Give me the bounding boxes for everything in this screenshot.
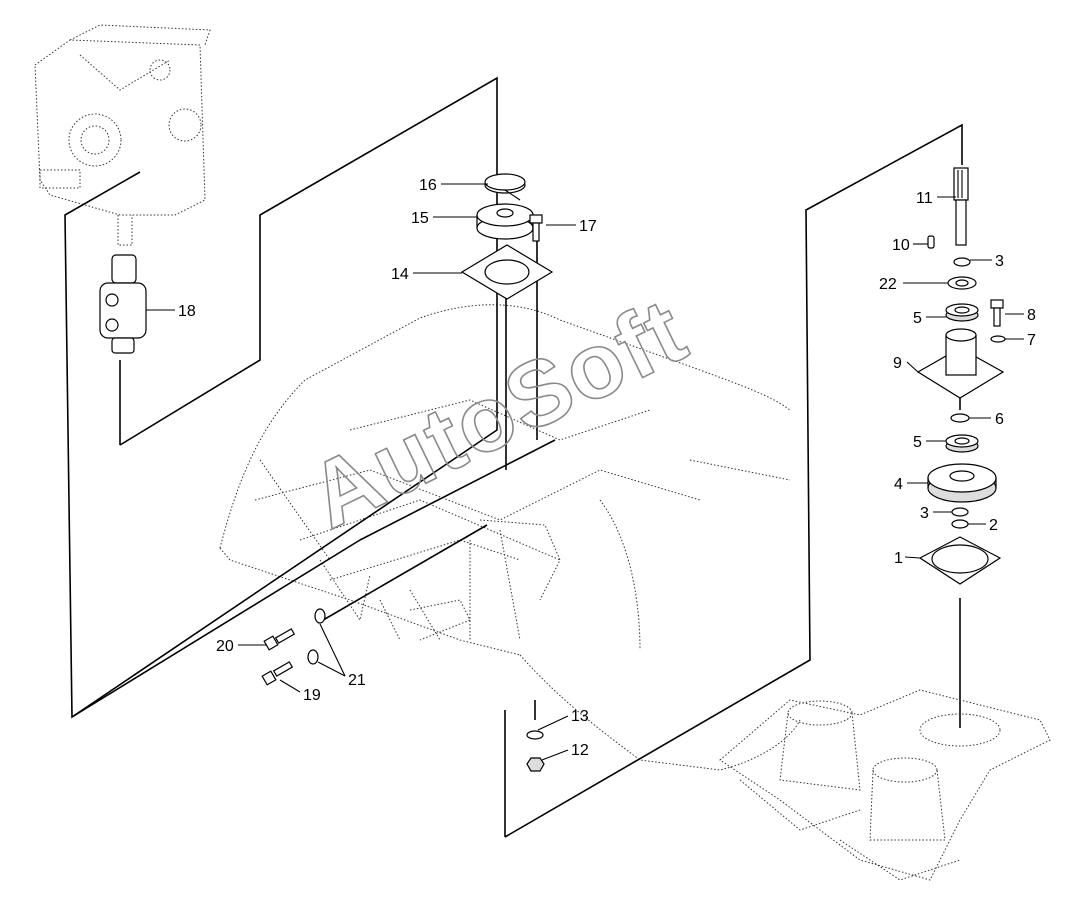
bearing-5-lower: [945, 434, 979, 453]
callout-11: 11: [916, 190, 933, 207]
callout-13: 13: [571, 708, 589, 725]
washer-13: [526, 730, 544, 740]
callout-10: 10: [892, 237, 910, 254]
bolt-8: [990, 299, 1004, 327]
ring-3-lower: [951, 507, 969, 517]
callout-8: 8: [1027, 307, 1036, 324]
seal-15: [476, 203, 534, 240]
gasket-1: [918, 536, 1002, 585]
key-10: [927, 235, 935, 249]
callout-18: 18: [178, 303, 196, 320]
callout-5-top: 5: [913, 310, 922, 327]
ring-3-top: [953, 257, 971, 267]
callout-12: 12: [571, 742, 589, 759]
callout-14: 14: [391, 266, 409, 283]
housing-9: [916, 328, 1005, 399]
gasket-14: [460, 244, 554, 300]
universal-coupling: [99, 254, 147, 354]
ring-6: [950, 413, 970, 423]
callout-6: 6: [995, 411, 1004, 428]
ring-2: [951, 519, 969, 529]
washer-22: [947, 276, 977, 290]
watermark-text: AutoSoft: [294, 279, 702, 548]
callout-7: 7: [1027, 332, 1036, 349]
callout-4: 4: [894, 476, 903, 493]
callout-19: 19: [303, 687, 321, 704]
callout-1: 1: [894, 550, 903, 567]
gear-4: [927, 463, 997, 503]
shaft-11: [953, 167, 969, 246]
washers-21: [307, 608, 326, 665]
leader-lines: [146, 183, 1024, 761]
callout-9: 9: [893, 355, 902, 372]
callout-21: 21: [348, 672, 366, 689]
bearing-5-top: [945, 303, 979, 322]
washer-7: [990, 335, 1006, 343]
bolt-19: [261, 661, 294, 686]
callout-3-lower: 3: [920, 505, 929, 522]
callout-15: 15: [411, 210, 429, 227]
nut-12: [526, 757, 545, 772]
callout-5-lower: 5: [913, 434, 922, 451]
gearbox: [34, 24, 211, 246]
callout-16: 16: [419, 177, 437, 194]
clamp-16: [484, 173, 526, 201]
callout-20: 20: [216, 638, 234, 655]
bolt-20: [263, 628, 296, 651]
mower-frame: [219, 304, 801, 771]
cutter-housing: [719, 689, 1051, 881]
bolt-17: [529, 214, 543, 242]
callout-22: 22: [879, 276, 897, 293]
callout-17: 17: [579, 218, 597, 235]
callout-2: 2: [989, 517, 998, 534]
callout-3-top: 3: [995, 253, 1004, 270]
exploded-lines: [64, 76, 963, 838]
callout-labels: 16 15 17 14 18 20 19 21 13 12 11 10 3 22…: [178, 177, 1036, 759]
